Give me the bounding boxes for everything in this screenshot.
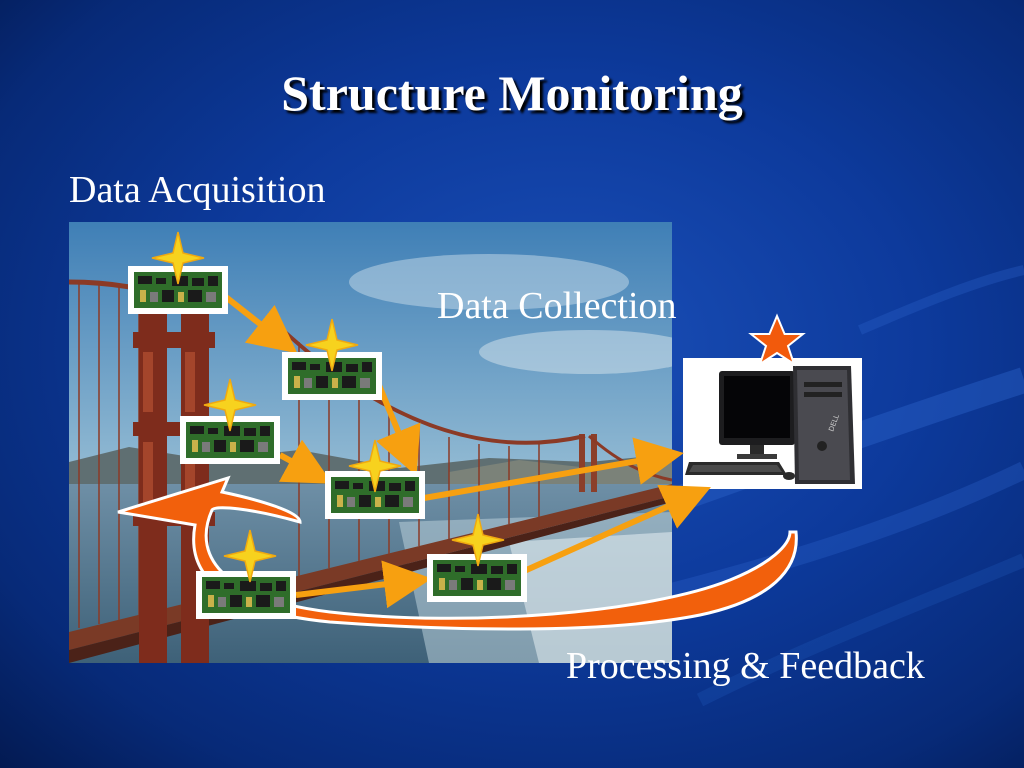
processing-feedback-label: Processing & Feedback [566,645,925,687]
computer-image: DELL [683,358,862,489]
flow-arrow [373,376,421,477]
flow-arrow [220,291,298,354]
sensor-board-icon [196,571,296,619]
data-acquisition-label: Data Acquisition [69,169,326,211]
flow-arrow [278,439,333,484]
flow-arrow [423,437,684,501]
star-icon [748,313,806,367]
desktop-computer-icon: DELL [685,366,855,484]
flow-arrow [520,484,711,575]
slide-title: Structure Monitoring [281,65,743,121]
feedback-arrow [117,475,798,631]
flow-arrow [295,560,432,609]
data-collection-label: Data Collection [437,285,677,327]
